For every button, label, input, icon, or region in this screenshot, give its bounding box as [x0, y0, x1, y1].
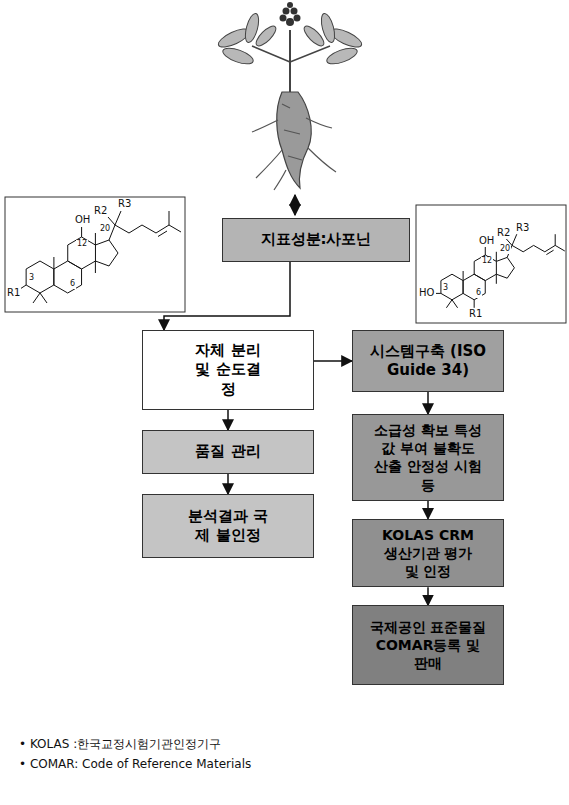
- flow-arrow: [227, 410, 229, 430]
- atom-number: 3: [442, 284, 449, 293]
- flow-arrow: [427, 501, 429, 519]
- flow-arrow: [427, 392, 429, 414]
- process-box: 품질 관리: [142, 430, 314, 474]
- formula-label: R2: [93, 205, 108, 216]
- ginseng-illustration: [216, 2, 364, 190]
- flow-arrow: [227, 474, 229, 494]
- process-box: KOLAS CRM생산기관 평가 및 인정: [352, 519, 504, 588]
- atom-number: 20: [99, 225, 111, 234]
- node-text: 자체 분리 및 순도결정: [191, 341, 266, 400]
- formula-label: OH: [478, 235, 495, 246]
- formula-label: R2: [496, 227, 511, 238]
- node-text: 국제공인 표준물질 COMAR등록 및 판매: [368, 618, 488, 673]
- atom-number: 20: [499, 245, 511, 254]
- atom-number: 6: [69, 280, 76, 289]
- formula-label: R1: [6, 287, 21, 298]
- flow-arrow: [427, 587, 429, 605]
- formula-label: R1: [468, 308, 483, 319]
- process-box: 시스템구축 (ISO Guide 34): [352, 330, 504, 392]
- atom-number: 6: [475, 289, 482, 298]
- process-box: 소급성 확보 특성값 부여 불확도 산출 안정성 시험 등: [352, 414, 504, 501]
- formula-label: HO: [418, 287, 435, 298]
- footnote: • COMAR: Code of Reference Materials: [18, 758, 252, 771]
- process-box: 자체 분리 및 순도결정: [142, 330, 314, 410]
- flow-arrow: [164, 262, 290, 330]
- flow-arrow: [314, 360, 352, 362]
- formula-label: OH: [74, 214, 91, 225]
- formula-label: R3: [117, 198, 132, 209]
- node-text: 소급성 확보 특성값 부여 불확도 산출 안정성 시험 등: [372, 421, 484, 494]
- result-box: 분석결과 국제 불인정: [142, 494, 314, 558]
- result-box: 국제공인 표준물질 COMAR등록 및 판매: [352, 605, 504, 685]
- node-text: 시스템구축 (ISO Guide 34): [363, 342, 493, 381]
- key-component-box: 지표성분:사포닌: [222, 218, 410, 262]
- atom-number: 12: [76, 240, 88, 249]
- footnote: • KOLAS :한국교정시험기관인정기구: [18, 738, 222, 751]
- node-text: KOLAS CRM생산기관 평가 및 인정: [378, 526, 478, 581]
- atom-number: 12: [481, 257, 493, 266]
- molecule-structure: [416, 205, 566, 323]
- double-arrow: [294, 195, 296, 215]
- node-text: 분석결과 국제 불인정: [183, 507, 273, 546]
- node-text: 지표성분:사포닌: [261, 230, 372, 250]
- atom-number: 3: [28, 274, 35, 283]
- formula-label: R3: [515, 222, 530, 233]
- molecule-structure: [5, 197, 185, 312]
- node-text: 품질 관리: [195, 442, 260, 462]
